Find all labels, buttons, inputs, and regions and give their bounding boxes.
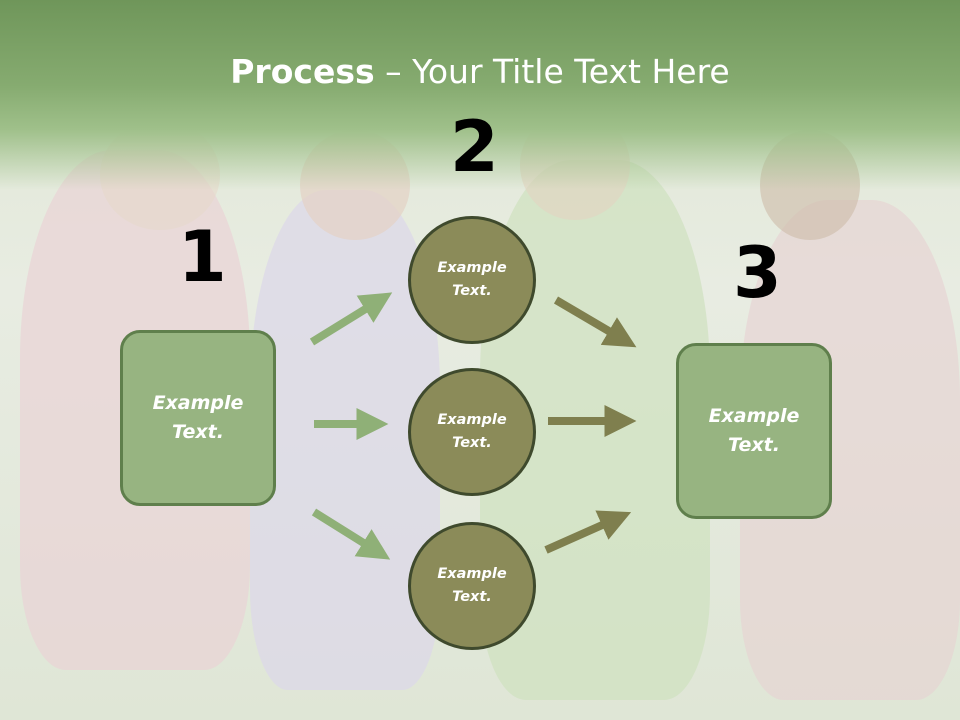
arrow-from-circle-1 [553, 296, 637, 348]
circle-1-text: Example Text. [437, 260, 507, 299]
title-rest: – Your Title Text Here [374, 52, 730, 91]
header-band [0, 0, 960, 190]
right-box-text: Example Text. [708, 405, 800, 456]
arrow-from-circle-3 [544, 510, 632, 554]
step-number-1: 1 [178, 216, 227, 298]
circle-1[interactable]: Example Text. [408, 216, 536, 344]
arrow-to-circle-1 [309, 292, 393, 346]
right-box[interactable]: Example Text. [676, 343, 832, 519]
arrow-to-circle-3 [311, 508, 391, 560]
circle-3-text: Example Text. [437, 566, 507, 605]
circle-2-text: Example Text. [437, 412, 507, 451]
slide-title: Process – Your Title Text Here [0, 52, 960, 91]
circle-2[interactable]: Example Text. [408, 368, 536, 496]
circle-3[interactable]: Example Text. [408, 522, 536, 650]
step-number-3: 3 [733, 232, 782, 314]
step-number-2: 2 [450, 106, 499, 188]
left-box[interactable]: Example Text. [120, 330, 276, 506]
left-box-text: Example Text. [152, 392, 244, 443]
title-bold: Process [230, 52, 375, 91]
